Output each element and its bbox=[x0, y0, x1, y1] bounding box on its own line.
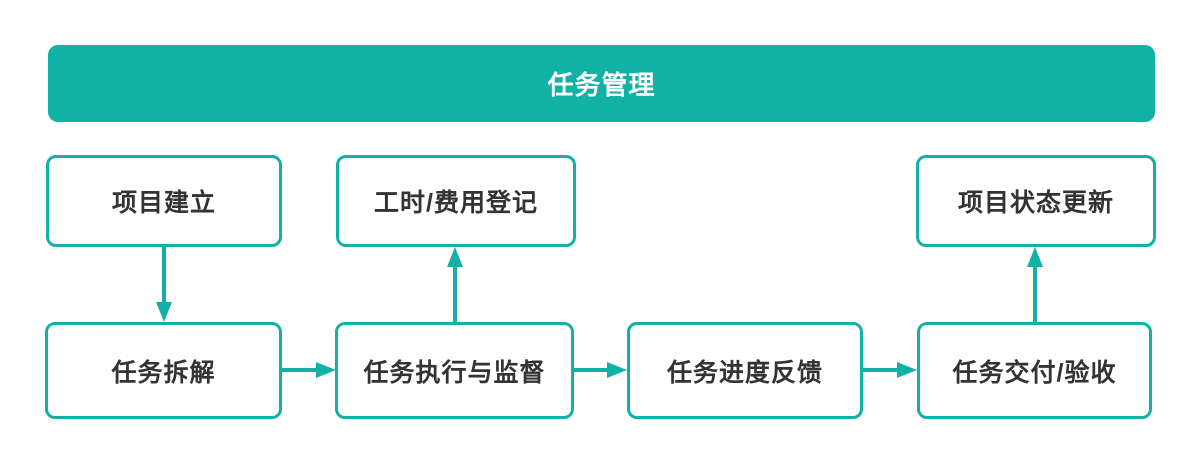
arrow-right-task-breakdown-to-task-execute-icon bbox=[282, 362, 336, 378]
header-bar: 任务管理 bbox=[48, 45, 1155, 122]
node-task-execute-supervise: 任务执行与监督 bbox=[335, 322, 574, 419]
node-project-create: 项目建立 bbox=[46, 155, 282, 247]
arrow-down-project-create-to-task-breakdown-icon bbox=[156, 247, 172, 322]
node-task-breakdown: 任务拆解 bbox=[45, 322, 282, 419]
node-time-expense-register-label: 工时/费用登记 bbox=[374, 189, 538, 217]
arrow-right-task-feedback-to-task-delivery-icon bbox=[863, 362, 917, 378]
page-title: 任务管理 bbox=[547, 70, 656, 100]
arrow-up-task-delivery-to-status-update-icon bbox=[1027, 247, 1043, 322]
node-task-delivery-acceptance-label: 任务交付/验收 bbox=[952, 358, 1117, 387]
node-time-expense-register: 工时/费用登记 bbox=[336, 155, 576, 247]
node-task-execute-supervise-label: 任务执行与监督 bbox=[363, 358, 546, 387]
node-task-progress-feedback-label: 任务进度反馈 bbox=[666, 358, 823, 387]
node-project-status-update: 项目状态更新 bbox=[916, 155, 1156, 247]
node-project-create-label: 项目建立 bbox=[111, 189, 216, 217]
node-task-progress-feedback: 任务进度反馈 bbox=[627, 322, 863, 419]
node-task-breakdown-label: 任务拆解 bbox=[111, 358, 216, 387]
arrow-right-task-execute-to-task-feedback-icon bbox=[574, 362, 627, 378]
node-task-delivery-acceptance: 任务交付/验收 bbox=[917, 322, 1152, 419]
arrow-up-task-execute-to-time-expense-icon bbox=[447, 247, 463, 322]
node-project-status-update-label: 项目状态更新 bbox=[957, 189, 1114, 217]
